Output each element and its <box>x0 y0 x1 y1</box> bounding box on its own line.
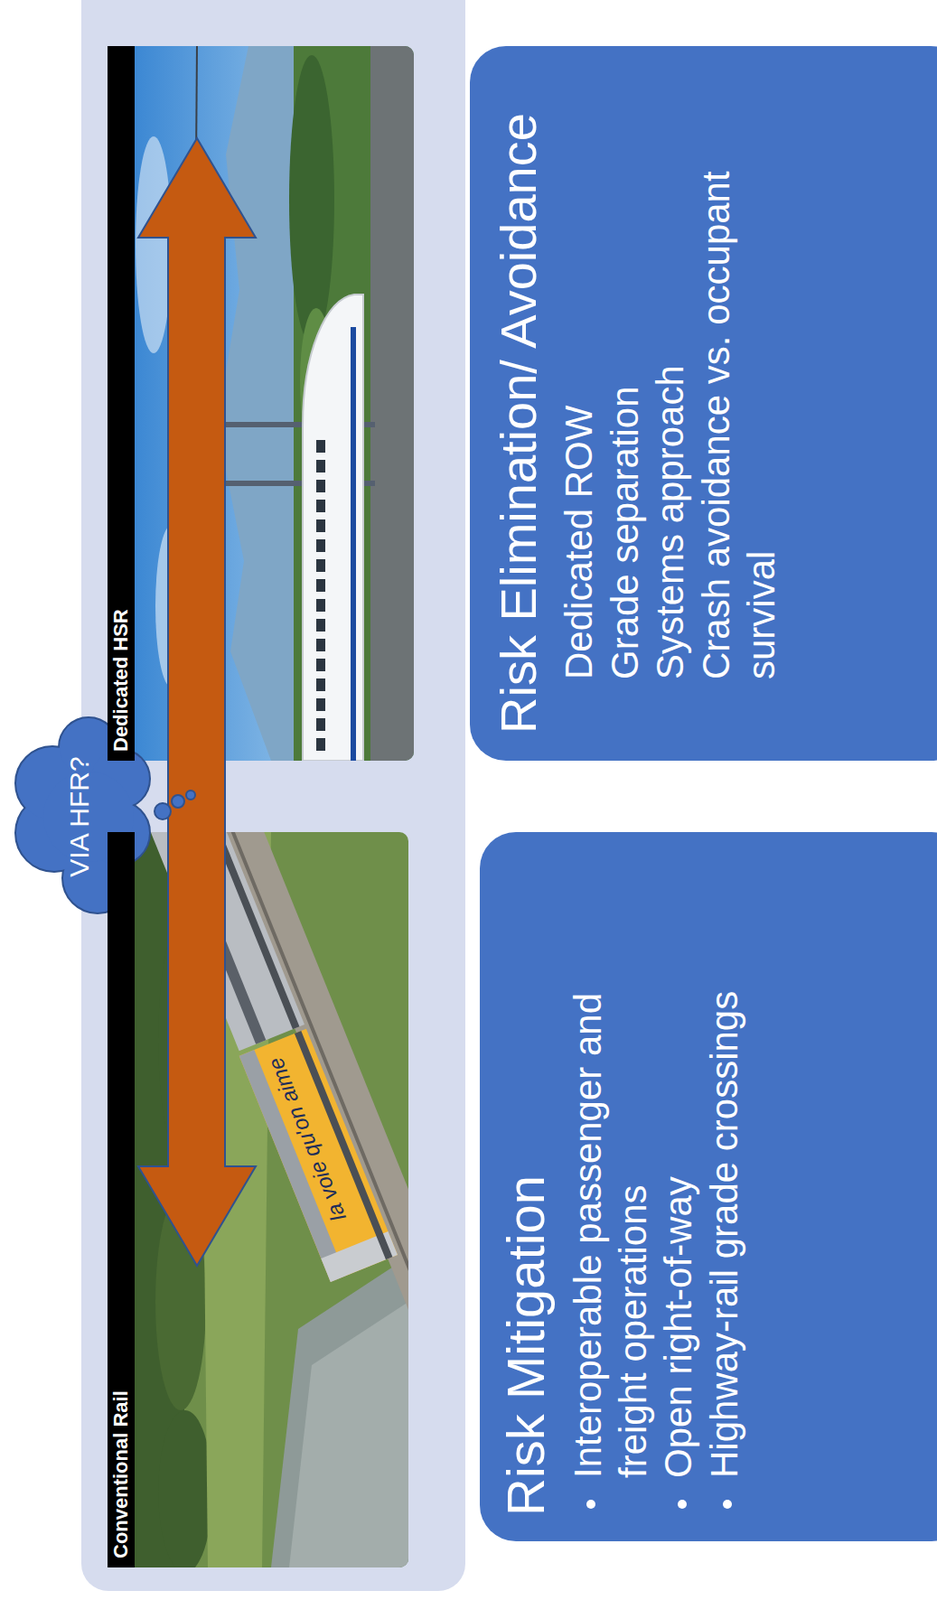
double-arrow <box>138 138 256 1266</box>
hsr-photo-part <box>216 46 299 761</box>
hsr-photo-part <box>107 46 414 761</box>
train-windows-part <box>316 599 326 612</box>
hsr-photo <box>107 46 414 761</box>
list-item: Grade separation <box>602 73 648 734</box>
bullet-dot <box>677 1499 687 1509</box>
train-windows-part <box>316 459 326 473</box>
train-windows-part <box>316 479 326 493</box>
hsr-photo-part <box>350 327 357 761</box>
conventional-photo-part <box>271 1256 409 1568</box>
hsr-photo-part <box>135 136 172 354</box>
train-windows <box>316 440 326 751</box>
conventional-photo-part <box>107 832 398 1283</box>
train-windows-part <box>316 698 326 712</box>
list-item: Systems approach <box>647 73 694 734</box>
photo-frame: Dedicated HSR <box>107 46 414 761</box>
hsr-photo-part <box>370 46 414 761</box>
bullet-dot <box>586 1499 596 1509</box>
info-box: Risk MitigationInteroperable passenger a… <box>479 832 937 1542</box>
train-windows-part <box>316 559 326 572</box>
train-windows-part <box>316 499 326 513</box>
photo-caption: Dedicated HSR <box>107 46 135 761</box>
train-windows-part <box>316 618 326 632</box>
conventional-photo-part <box>289 1302 409 1568</box>
thought-bubble <box>154 803 171 820</box>
cloud-text: VIA HFR? <box>64 714 95 919</box>
conventional-photo-part <box>107 832 409 1315</box>
list-item: Crash avoidance vs. occupant survival <box>693 73 786 734</box>
conventional-photo <box>107 832 409 1568</box>
train-windows-part <box>316 579 326 592</box>
train-windows-part <box>316 678 326 692</box>
conventional-photo-part-part <box>239 1029 398 1283</box>
thought-bubble <box>171 795 185 808</box>
train-windows-part <box>316 738 326 751</box>
photo-frame: Conventional Rail <box>107 832 409 1568</box>
hsr-photo-part <box>289 55 335 345</box>
list-item: Highway-rail grade crossings <box>702 899 748 1517</box>
bullet-dot <box>722 1499 732 1509</box>
train-windows-part <box>316 440 326 453</box>
train-windows-part <box>316 658 326 672</box>
list-item: Interoperable passenger and freight oper… <box>565 899 657 1517</box>
box-heading: Risk Mitigation <box>496 859 557 1517</box>
thought-bubble <box>186 790 196 800</box>
list-item: Open right-of-way <box>655 899 702 1517</box>
conventional-photo-part <box>158 1410 213 1568</box>
conventional-photo-part-part <box>107 832 409 1310</box>
list-item: Dedicated ROW <box>556 73 602 734</box>
conventional-photo-part-part <box>107 832 409 1315</box>
train-windows-part <box>316 519 326 533</box>
train-windows-part <box>316 539 326 553</box>
panel <box>81 0 466 1592</box>
train-windows-part <box>316 718 326 731</box>
photo-caption: Conventional Rail <box>107 832 135 1568</box>
hsr-photo-part <box>302 294 364 761</box>
box-heading: Risk Elimination/ Avoidance <box>489 73 548 734</box>
livery-text: la voie qu'on aime <box>262 1053 353 1226</box>
train-windows-part <box>316 638 326 652</box>
info-box: Risk Elimination/ AvoidanceDedicated ROW… <box>469 46 937 761</box>
